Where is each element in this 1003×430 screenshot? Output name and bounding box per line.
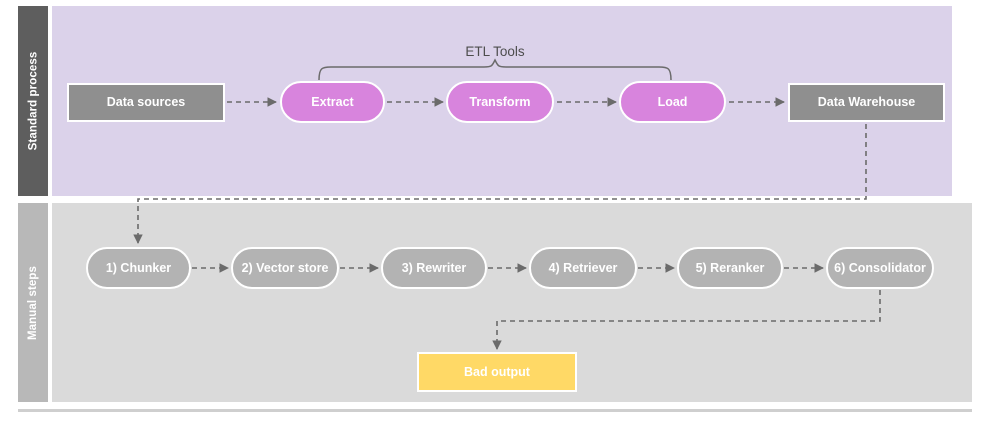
node-data-warehouse[interactable]: Data Warehouse	[788, 83, 945, 122]
node-rewriter[interactable]: 3) Rewriter	[381, 247, 487, 289]
lane-standard-process-label: Standard process	[27, 51, 39, 151]
node-transform[interactable]: Transform	[446, 81, 554, 123]
node-data-sources[interactable]: Data sources	[67, 83, 225, 122]
node-extract[interactable]: Extract	[280, 81, 385, 123]
etl-tools-label: ETL Tools	[465, 44, 525, 59]
node-load[interactable]: Load	[619, 81, 726, 123]
node-reranker[interactable]: 5) Reranker	[677, 247, 783, 289]
lane-standard-process-header: Standard process	[18, 6, 48, 196]
lane-manual-steps-label: Manual steps	[27, 265, 39, 340]
node-vector-store[interactable]: 2) Vector store	[231, 247, 339, 289]
lane-manual-steps-header: Manual steps	[18, 203, 48, 402]
node-chunker[interactable]: 1) Chunker	[86, 247, 191, 289]
bottom-divider-rule	[18, 409, 972, 412]
node-bad-output[interactable]: Bad output	[417, 352, 577, 392]
node-consolidator[interactable]: 6) Consolidator	[826, 247, 934, 289]
node-retriever[interactable]: 4) Retriever	[529, 247, 637, 289]
